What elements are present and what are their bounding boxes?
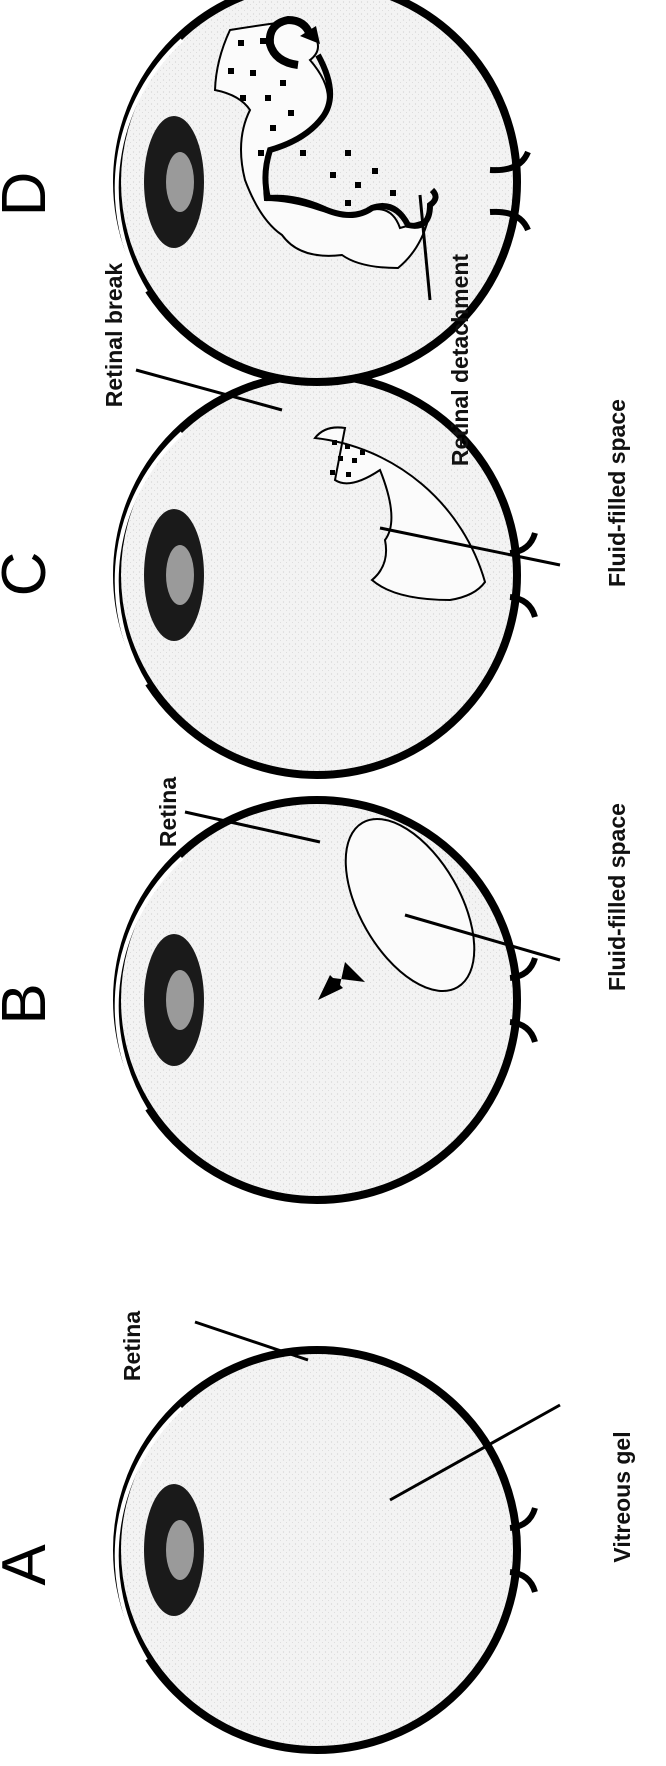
pupil bbox=[166, 545, 194, 605]
fluid-filled-space-label: Fluid-filled space bbox=[604, 803, 630, 991]
pupil bbox=[166, 152, 194, 212]
panel-letter: A bbox=[0, 1544, 59, 1586]
pupil bbox=[166, 1520, 194, 1580]
vitreous-gel-label: Vitreous gel bbox=[609, 1431, 635, 1562]
pupil bbox=[166, 970, 194, 1030]
panel-c: C Fluid-filled space bbox=[0, 375, 630, 775]
retinal-detachment-label: Retinal detachment bbox=[447, 254, 473, 466]
panel-letter: D bbox=[0, 172, 59, 217]
fluid-filled-space-label: Fluid-filled space bbox=[604, 399, 630, 587]
retina-label: Retina bbox=[155, 777, 181, 848]
panel-a: A Retina Vitreous gel bbox=[0, 1311, 635, 1750]
retina-pointer bbox=[195, 1322, 308, 1360]
panel-b: B Retina Fluid-filled space bbox=[0, 777, 630, 1200]
panel-letter: C bbox=[0, 552, 59, 597]
retina-label: Retina bbox=[119, 1311, 145, 1382]
retinal-break-label: Retinal break bbox=[101, 263, 127, 408]
panel-letter: B bbox=[0, 983, 59, 1024]
